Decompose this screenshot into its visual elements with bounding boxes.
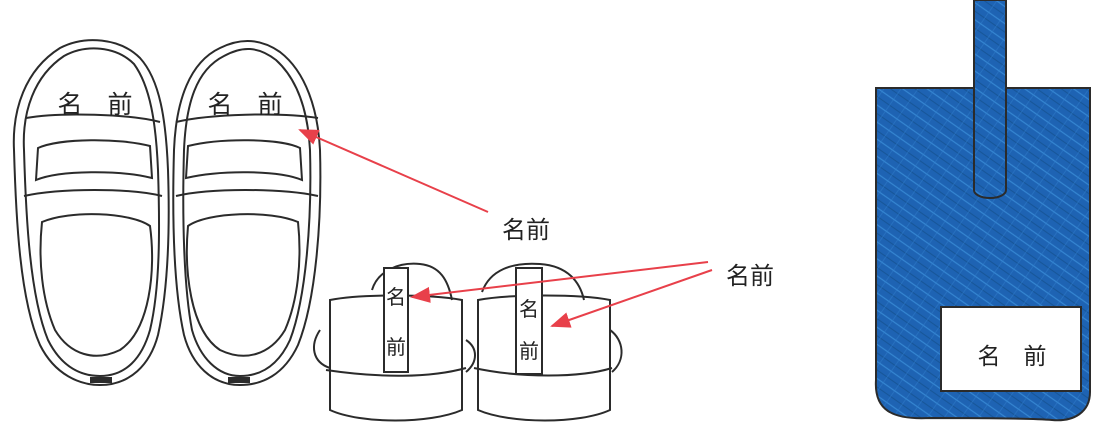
- right-heel-label-bottom: 前: [519, 339, 539, 363]
- left-heel-label-bottom: 前: [386, 335, 406, 359]
- right-shoe-top-view: [172, 39, 322, 387]
- bag-name-tag: [940, 306, 1082, 392]
- heel-callout-label: 名前: [726, 262, 774, 290]
- toe-callout-label: 名前: [502, 216, 550, 244]
- heel-callout-arrow-right: [550, 269, 713, 328]
- shoes-heel-view: [313, 262, 623, 422]
- left-shoe-top-view: [12, 39, 170, 387]
- bag-tag-label: 名 前: [978, 344, 1047, 370]
- right-shoe-name-label: 名 前: [207, 90, 282, 119]
- heel-callout-arrow-left: [410, 261, 709, 303]
- left-shoe-name-label: 名 前: [57, 90, 132, 119]
- toe-callout-arrow: [298, 129, 489, 213]
- bag-illustration: [874, 0, 1091, 422]
- left-heel-label-top: 名: [386, 285, 406, 309]
- right-heel-label-top: 名: [519, 297, 539, 321]
